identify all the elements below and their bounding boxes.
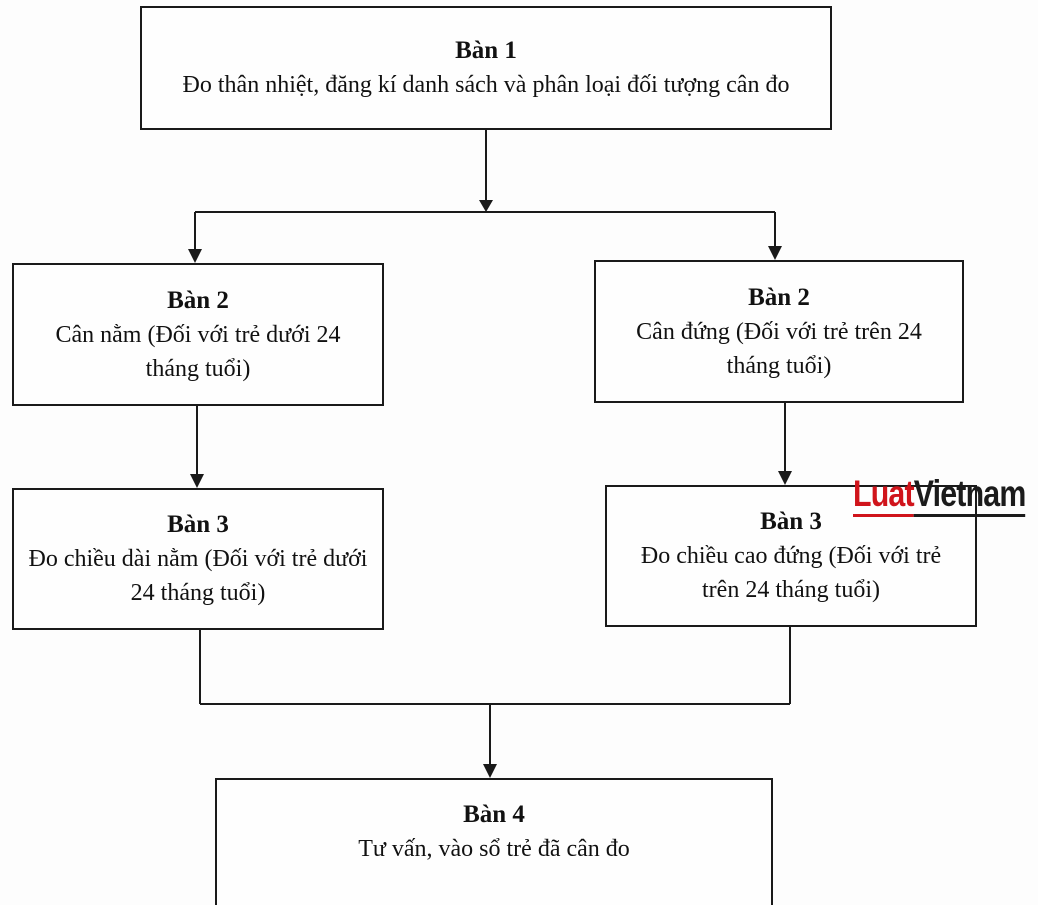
ban4-text: Tư vấn, vào sổ trẻ đã cân đo <box>358 836 630 862</box>
ban3-left-box: Bàn 3 Đo chiều dài nằm (Đối với trẻ dưới… <box>12 488 384 630</box>
arrowhead-ban2-right <box>768 246 782 260</box>
ban2-left-box: Bàn 2 Cân nằm (Đối với trẻ dưới 24 tháng… <box>12 263 384 406</box>
ban3-right-box: Bàn 3 Đo chiều cao đứng (Đối với trẻ trê… <box>605 485 977 627</box>
luatvietnam-watermark-logo: LuatVietnam <box>853 472 1026 517</box>
ban2-right-text: Cân đứng (Đối với trẻ trên 24 tháng tuổi… <box>636 318 922 379</box>
ban2-left-title: Bàn 2 <box>167 286 229 314</box>
ban4-title: Bàn 4 <box>463 801 525 828</box>
arrowhead-ban1-split <box>479 200 493 212</box>
ban3-right-text: Đo chiều cao đứng (Đối với trẻ trên 24 t… <box>640 543 942 603</box>
arrowhead-ban2-left <box>188 249 202 263</box>
ban2-left-text: Cân nằm (Đối với trẻ dưới 24 tháng tuổi) <box>55 321 341 382</box>
ban2-right-title: Bàn 2 <box>748 283 810 311</box>
ban3-left-title: Bàn 3 <box>167 511 229 538</box>
ban4-box: Bàn 4 Tư vấn, vào sổ trẻ đã cân đo <box>215 778 773 905</box>
arrowhead-ban3-left <box>190 474 204 488</box>
ban3-right-title: Bàn 3 <box>760 508 822 535</box>
ban3-left-text: Đo chiều dài nằm (Đối với trẻ dưới 24 th… <box>28 546 368 606</box>
ban2-right-box: Bàn 2 Cân đứng (Đối với trẻ trên 24 thán… <box>594 260 964 403</box>
arrowhead-ban4 <box>483 764 497 778</box>
watermark-part-luat: Luat <box>853 473 915 517</box>
ban1-title: Bàn 1 <box>455 37 517 64</box>
ban1-box: Bàn 1 Đo thân nhiệt, đăng kí danh sách v… <box>140 6 832 130</box>
arrowhead-ban3-right <box>778 471 792 485</box>
ban1-text: Đo thân nhiệt, đăng kí danh sách và phân… <box>182 72 790 98</box>
watermark-part-vietnam: Vietnam <box>913 473 1026 517</box>
